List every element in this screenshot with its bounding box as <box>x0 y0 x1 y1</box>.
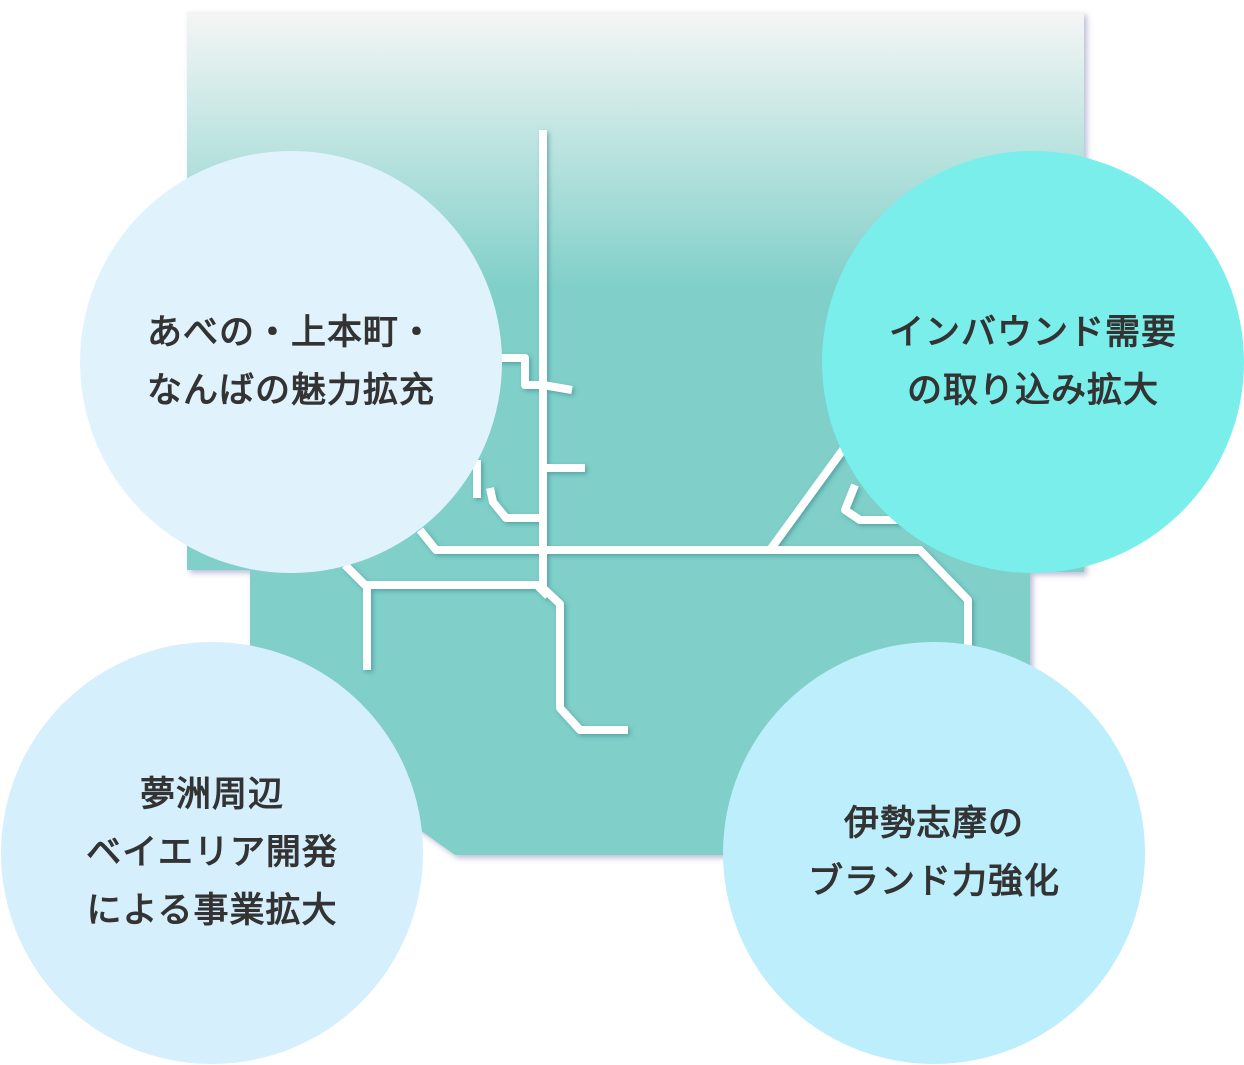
circle-inbound: インバウンド需要 の取り込み拡大 <box>822 151 1244 573</box>
circle-label: 伊勢志摩の ブランド力強化 <box>808 795 1060 911</box>
label-line: なんばの魅力拡充 <box>146 371 435 411</box>
circle-label: インバウンド需要 の取り込み拡大 <box>889 304 1177 420</box>
label-line: あべの・上本町・ <box>146 313 435 353</box>
rail-line-east <box>416 527 972 660</box>
label-line: 伊勢志摩の <box>843 804 1024 844</box>
rail-line-curve <box>486 487 543 522</box>
circle-label: 夢洲周辺 ベイエリア開発 による事業拡大 <box>86 766 338 940</box>
label-line: による事業拡大 <box>86 891 338 931</box>
label-line: の取り込み拡大 <box>906 371 1159 411</box>
circle-abeno-namba: あべの・上本町・ なんばの魅力拡充 <box>80 151 502 573</box>
rail-line-ne-loop <box>841 483 905 524</box>
rail-line-southwest <box>342 562 551 599</box>
rail-line-north-spur <box>490 354 573 394</box>
circle-yumeshima: 夢洲周辺 ベイエリア開発 による事業拡大 <box>1 642 423 1064</box>
label-line: インバウンド需要 <box>888 313 1177 353</box>
label-line: 夢洲周辺 <box>139 775 284 815</box>
rail-lines <box>342 130 972 734</box>
label-line: ブランド力強化 <box>807 862 1060 902</box>
rail-line-main <box>539 130 628 734</box>
label-line: ベイエリア開発 <box>86 833 338 873</box>
circle-ise-shima: 伊勢志摩の ブランド力強化 <box>723 642 1145 1064</box>
rail-line-east-branch <box>766 437 854 553</box>
circle-label: あべの・上本町・ なんばの魅力拡充 <box>147 304 435 420</box>
